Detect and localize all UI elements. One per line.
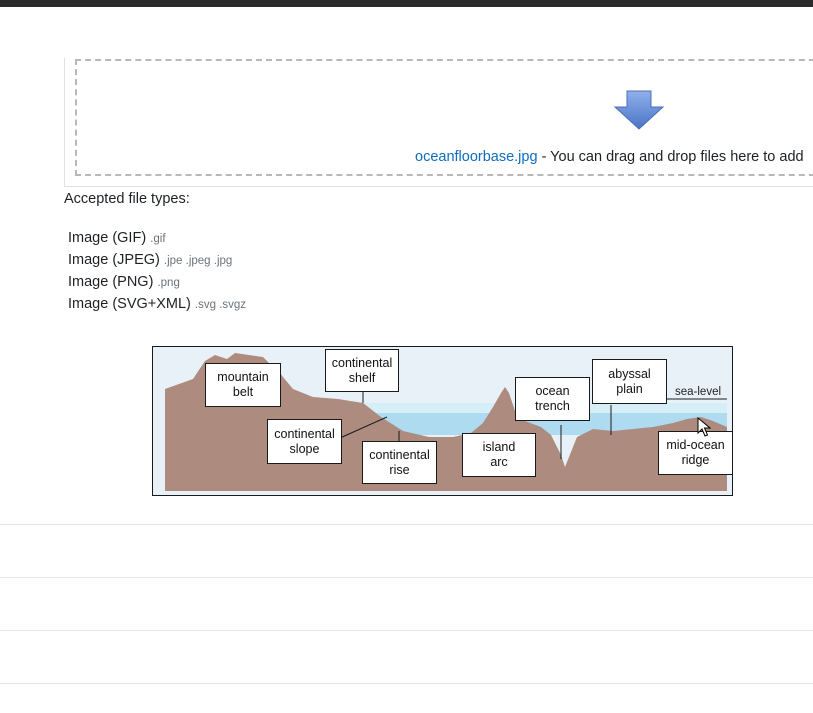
row-divider — [0, 630, 813, 631]
pointer-line — [339, 416, 388, 439]
type-ext: .jpe .jpeg .jpg — [163, 255, 233, 267]
row-divider — [0, 577, 813, 578]
type-ext: .png — [157, 277, 180, 289]
label-text: continental shelf — [331, 355, 393, 385]
label-text: ocean trench — [535, 384, 570, 413]
label-text: island arc — [482, 440, 516, 469]
mouse-cursor-icon — [697, 417, 711, 437]
sea-level-label: sea-level — [675, 386, 722, 398]
drop-instructions: oceanfloorbase.jpg - You can drag and dr… — [415, 149, 804, 165]
label-ocean-trench: ocean trench — [515, 377, 590, 421]
label-island-arc: island arc — [462, 433, 536, 477]
accepted-types-list: Image (GIF) .gif Image (JPEG) .jpe .jpeg… — [68, 229, 246, 317]
row-divider — [0, 524, 813, 525]
label-mid-ocean-ridge: mid-ocean ridge — [658, 431, 732, 475]
label-continental-rise: continental rise — [362, 441, 437, 484]
type-label: Image (SVG+XML) — [68, 296, 191, 312]
type-item-png: Image (PNG) .png — [68, 273, 246, 295]
type-ext: .svg .svgz — [194, 299, 247, 311]
ocean-floor-diagram[interactable]: sea-level mountain belt continental shel… — [152, 346, 733, 496]
window-top-bar — [0, 0, 813, 7]
label-text: abyssal plain — [608, 366, 651, 396]
label-text: continental rise — [369, 447, 430, 477]
accepted-file-types-heading: Accepted file types: — [64, 191, 190, 207]
type-label: Image (JPEG) — [68, 252, 160, 268]
label-continental-slope: continental slope — [267, 419, 342, 464]
file-manager-panel — [64, 58, 813, 187]
type-item-svg: Image (SVG+XML) .svg .svgz — [68, 295, 246, 317]
type-item-jpeg: Image (JPEG) .jpe .jpeg .jpg — [68, 251, 246, 273]
label-continental-shelf: continental shelf — [325, 349, 399, 392]
file-drop-zone[interactable] — [75, 59, 813, 176]
label-text: mid-ocean ridge — [666, 438, 725, 467]
label-mountain-belt: mountain belt — [205, 363, 281, 407]
row-divider — [0, 683, 813, 684]
label-text: continental slope — [274, 426, 335, 456]
type-label: Image (GIF) — [68, 230, 147, 246]
filename-link[interactable]: oceanfloorbase.jpg — [415, 149, 538, 165]
type-item-gif: Image (GIF) .gif — [68, 229, 246, 251]
label-text: mountain belt — [217, 370, 269, 399]
type-label: Image (PNG) — [68, 274, 154, 290]
type-ext: .gif — [150, 233, 166, 245]
down-arrow-icon — [613, 90, 665, 130]
label-abyssal-plain: abyssal plain — [592, 359, 667, 404]
drop-hint-text: - You can drag and drop files here to ad… — [537, 149, 804, 165]
